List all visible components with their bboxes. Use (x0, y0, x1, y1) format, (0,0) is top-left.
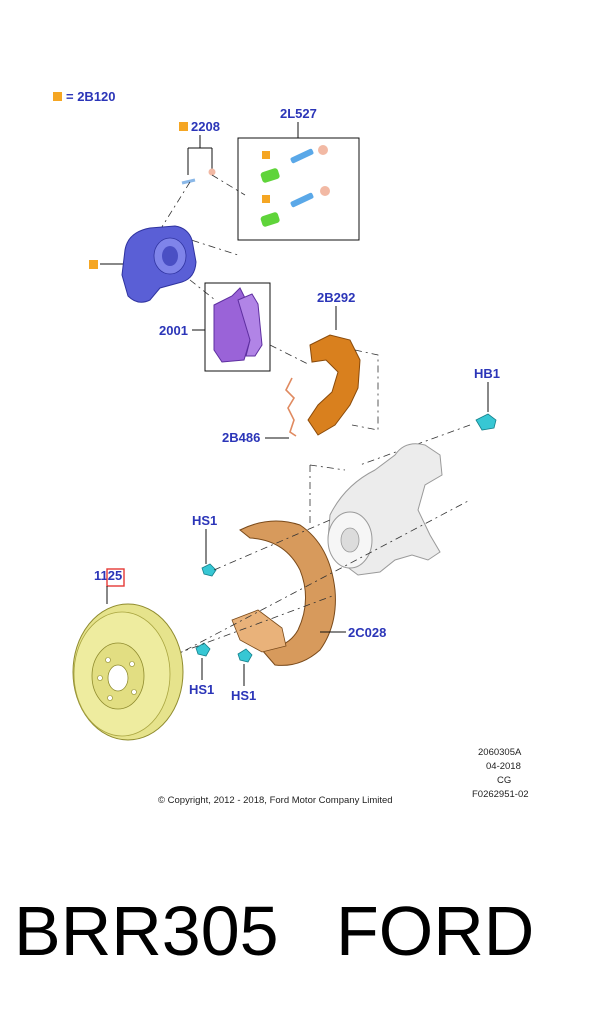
label-2C028[interactable]: 2C028 (348, 625, 386, 640)
brand-name: FORD (336, 892, 535, 970)
disc-stud-hole-4 (107, 695, 113, 701)
assembly-line-1 (159, 174, 246, 256)
guide-pin-blue-1 (290, 148, 314, 164)
label-2L527[interactable]: 2L527 (280, 106, 317, 121)
assembly-line-2 (189, 279, 311, 366)
disc-stud-hole-5 (97, 675, 103, 681)
brake-disc-center (107, 664, 129, 692)
knuckle-outline (309, 464, 346, 525)
label-2B292[interactable]: 2B292 (317, 290, 355, 305)
guide-bolt-green-2 (260, 212, 280, 227)
bolt-HS1-b (237, 648, 253, 663)
caliper-bracket (307, 334, 361, 436)
anti-rattle-spring (285, 377, 297, 437)
knuckle-hub-bore (340, 527, 360, 553)
diagram-code: 2060305A (478, 747, 522, 758)
splash-shield (239, 520, 336, 666)
guide-pin-small (181, 178, 196, 185)
legend-text: = 2B120 (66, 89, 116, 104)
assembly-line-hb1 (359, 424, 471, 466)
dust-cap-2 (320, 186, 330, 196)
legend-marker (53, 92, 62, 101)
guide-bolt-green-1 (260, 168, 280, 183)
box-2L527 (237, 137, 360, 241)
marker-pin-2 (262, 195, 270, 203)
bolt-HB1 (475, 413, 497, 431)
splash-shield-inner (231, 609, 287, 653)
bolt-HS1-a (195, 642, 211, 657)
label-1125-highlight (106, 568, 125, 587)
part-number: BRR305 (14, 892, 279, 970)
label-HS1-a[interactable]: HS1 (189, 682, 214, 697)
leader-2208 (187, 135, 213, 175)
marker-pin-1 (262, 151, 270, 159)
brake-pad-2 (237, 293, 263, 357)
disc-stud-hole-1 (105, 657, 111, 663)
diagram-ref: F0262951-02 (472, 789, 529, 800)
bolt-HS1-top (201, 563, 217, 577)
marker-2208 (179, 122, 188, 131)
box-2001 (204, 282, 271, 372)
disc-stud-hole-3 (131, 689, 137, 695)
label-HB1[interactable]: HB1 (474, 366, 500, 381)
diagram-cg: CG (497, 775, 511, 786)
label-2208[interactable]: 2208 (191, 119, 220, 134)
caption: BRR305 FORD (0, 888, 600, 998)
bracket-outline (351, 349, 379, 431)
pin-cap-small (208, 168, 216, 176)
marker-caliper (89, 260, 98, 269)
diagram-date: 04-2018 (486, 761, 521, 772)
label-2001[interactable]: 2001 (159, 323, 188, 338)
caliper-piston-inner (162, 246, 178, 266)
copyright-notice: © Copyright, 2012 - 2018, Ford Motor Com… (158, 795, 393, 806)
disc-stud-hole-2 (129, 661, 135, 667)
dust-cap-1 (318, 145, 328, 155)
guide-pin-blue-2 (290, 192, 314, 208)
label-1125[interactable]: 1125 (94, 568, 122, 583)
label-HS1-b[interactable]: HS1 (231, 688, 256, 703)
label-2B486[interactable]: 2B486 (222, 430, 260, 445)
label-HS1-top[interactable]: HS1 (192, 513, 217, 528)
assembly-line-disc (109, 499, 471, 691)
assembly-line-hs1 (213, 519, 331, 571)
brake-exploded-diagram: = 2B120 2208 2L527 2001 2B292 2B486 HB1 (53, 89, 529, 806)
